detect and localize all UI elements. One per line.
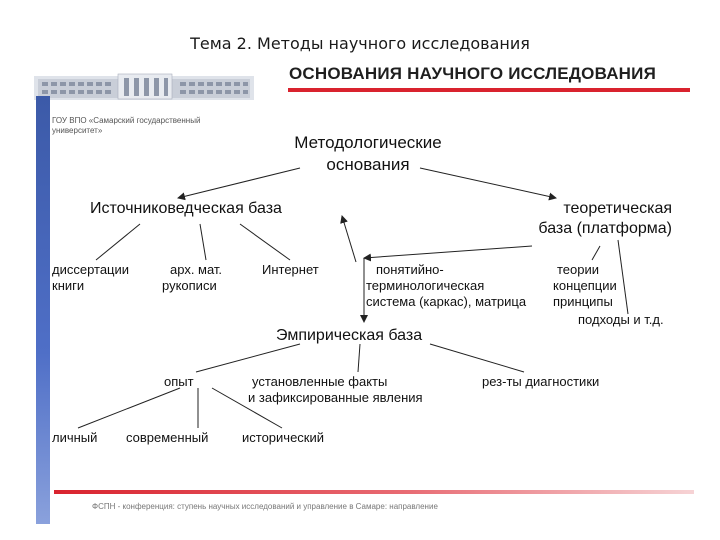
node-conceptual-system: понятийно- терминологическая система (ка…: [366, 262, 526, 310]
node-archives-line2: рукописи: [162, 278, 222, 294]
edge-empirical-facts: [358, 344, 360, 372]
node-facts-line2: и зафиксированные явления: [248, 390, 423, 406]
edge-empirical-root: [342, 216, 356, 262]
node-principles-line2: концепции: [553, 278, 617, 294]
node-theory-base: теоретическая база (платформа): [522, 199, 672, 239]
edge-empirical-experience: [196, 344, 300, 372]
node-personal: личный: [52, 430, 97, 446]
node-empirical-base: Эмпирическая база: [276, 326, 422, 346]
node-methodological-line2: основания: [276, 154, 460, 176]
node-archives: арх. мат. рукописи: [162, 262, 222, 294]
node-methodological-line1: Методологические: [276, 132, 460, 154]
footer-divider: [54, 490, 694, 494]
node-diagnostics: рез-ты диагностики: [482, 374, 599, 390]
node-methodological-foundations: Методологические основания: [276, 132, 460, 176]
node-facts: установленные факты и зафиксированные яв…: [248, 374, 423, 406]
node-source-base: Источниковедческая база: [90, 199, 282, 219]
node-principles-line3: принципы: [553, 294, 617, 310]
node-theory-line2: база (платформа): [522, 219, 672, 239]
node-modern: современный: [126, 430, 208, 446]
node-principles-line1: теории: [553, 262, 617, 278]
node-principles: теории концепции принципы: [553, 262, 617, 310]
node-historical: исторический: [242, 430, 324, 446]
edge-source-dissertations: [96, 224, 140, 260]
node-dissertations-line2: книги: [52, 278, 129, 294]
node-conceptual-line3: система (каркас), матрица: [366, 294, 526, 310]
edge-experience-personal: [78, 388, 180, 428]
node-conceptual-line1: понятийно-: [366, 262, 526, 278]
edge-theory-principles: [592, 246, 600, 260]
node-theory-line1: теоретическая: [522, 199, 672, 219]
node-internet: Интернет: [262, 262, 319, 278]
edge-empirical-diagnostics: [430, 344, 524, 372]
edge-theory-approaches: [618, 240, 628, 314]
edge-theory-conceptual: [364, 246, 532, 258]
node-conceptual-line2: терминологическая: [366, 278, 526, 294]
node-dissertations-line1: диссертации: [52, 262, 129, 278]
edge-source-internet: [240, 224, 290, 260]
edge-source-archives: [200, 224, 206, 260]
node-approaches: подходы и т.д.: [578, 312, 664, 328]
node-experience: опыт: [164, 374, 194, 390]
node-archives-line1: арх. мат.: [162, 262, 222, 278]
node-dissertations: диссертации книги: [52, 262, 129, 294]
footer-text: ФСПН - конференция: ступень научных иссл…: [92, 502, 438, 511]
node-facts-line1: установленные факты: [248, 374, 423, 390]
